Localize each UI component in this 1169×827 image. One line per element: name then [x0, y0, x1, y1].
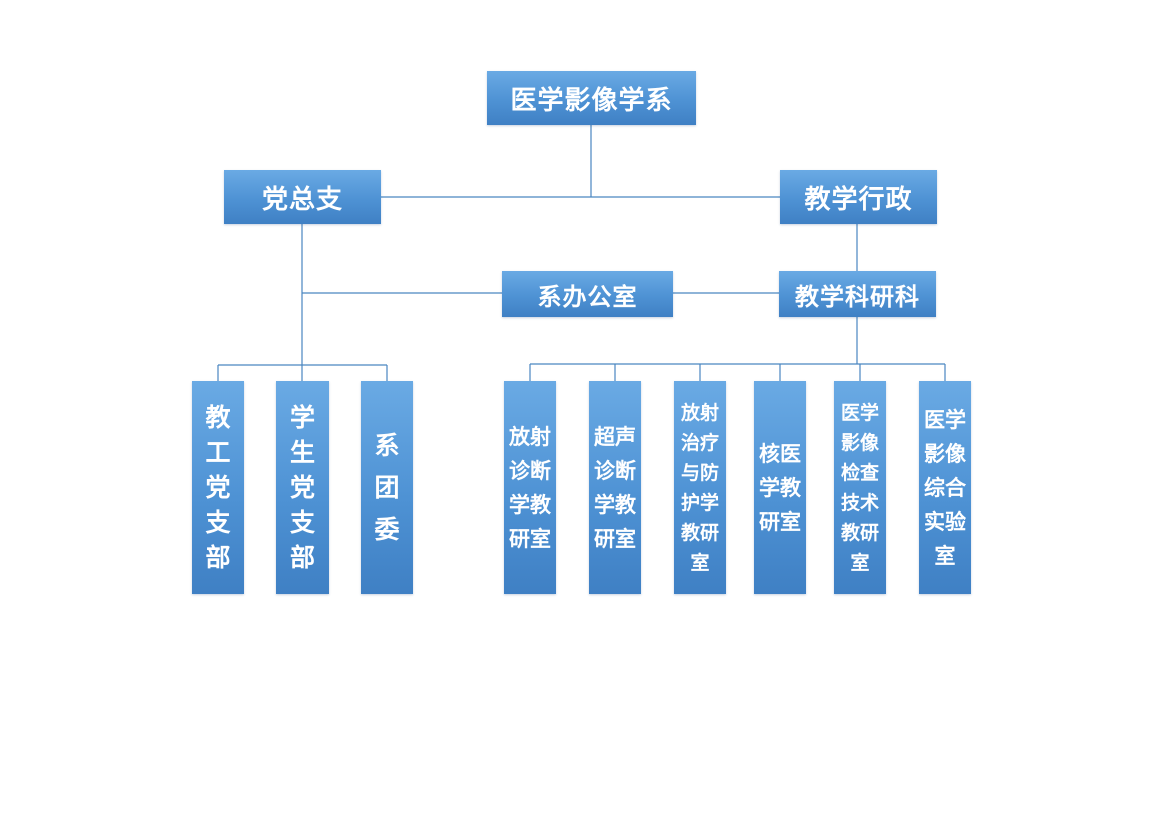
party-unit-label: 学生党支部 — [289, 403, 315, 572]
office-node: 系办公室 — [502, 271, 673, 317]
research-unit-label: 核医学教研室 — [759, 441, 801, 534]
research-unit-nuclear-medicine: 核医学教研室 — [754, 381, 806, 594]
research-unit-label: 放射诊断学教研室 — [509, 424, 551, 551]
research-unit-label: 超声诊断学教研室 — [594, 424, 636, 551]
party-unit-label: 教工党支部 — [205, 403, 231, 572]
research-unit-imaging-technique: 医学影像检查技术教研室 — [834, 381, 886, 594]
research-node: 教学科研科 — [779, 271, 936, 317]
party-unit-student-branch: 学生党支部 — [276, 381, 329, 594]
research-unit-radiology: 放射诊断学教研室 — [504, 381, 556, 594]
research-unit-radiotherapy: 放射治疗与防护学教研室 — [674, 381, 726, 594]
research-unit-imaging-lab: 医学影像综合实验室 — [919, 381, 971, 594]
party-unit-faculty-branch: 教工党支部 — [192, 381, 244, 594]
root-node: 医学影像学系 — [487, 71, 696, 125]
admin-branch-node: 教学行政 — [780, 170, 937, 224]
research-unit-label: 医学影像综合实验室 — [924, 407, 966, 568]
research-unit-label: 医学影像检查技术教研室 — [840, 401, 879, 574]
party-unit-label: 系团委 — [374, 430, 400, 544]
party-branch-node: 党总支 — [224, 170, 381, 224]
research-unit-label: 放射治疗与防护学教研室 — [680, 401, 719, 574]
research-unit-ultrasound: 超声诊断学教研室 — [589, 381, 641, 594]
party-unit-youth-league: 系团委 — [361, 381, 413, 594]
